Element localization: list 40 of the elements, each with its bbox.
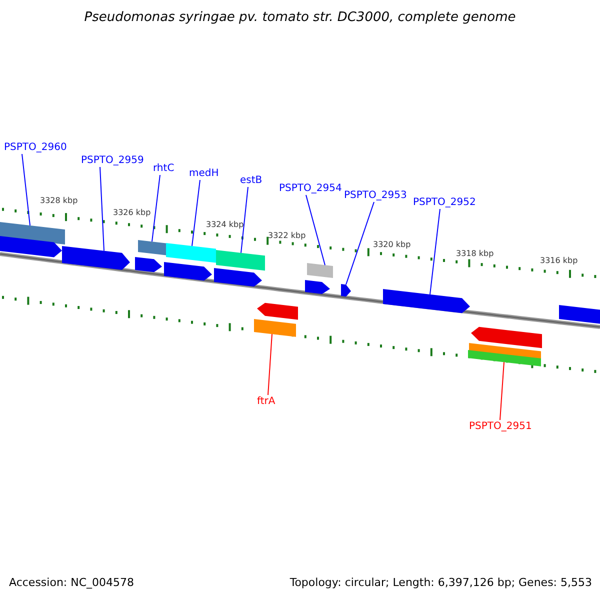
scale-label: 3320 kbp [373,240,411,249]
gene-feature [216,250,265,271]
gene-feature [468,350,541,366]
gene-feature [166,243,216,263]
gene-feature [138,240,166,256]
leader-line [192,180,200,246]
gene-feature [307,263,333,278]
scale-label: 3316 kbp [540,256,578,265]
leader-line [240,186,248,254]
scale-label: 3328 kbp [40,196,78,205]
genome-summary-text: Topology: circular; Length: 6,397,126 bp; Genes: 5,553 [290,576,592,589]
gene-feature [0,222,65,244]
gene-label: PSPTO_2954 [279,183,342,194]
gene-label: PSPTO_2952 [413,197,476,208]
scale-label: 3322 kbp [268,231,306,240]
gene-label: estB [240,175,262,186]
accession-text: Accession: NC_004578 [9,576,134,589]
gene-feature [383,289,470,314]
leader-line [306,194,326,266]
scale-label: 3318 kbp [456,249,494,258]
leader-line [152,174,160,242]
gene-label: PSPTO_2953 [344,190,407,201]
scale-label: 3324 kbp [206,220,244,229]
gene-label: medH [189,168,219,179]
gene-label: PSPTO_2951 [469,421,532,432]
diagram-title: Pseudomonas syringae pv. tomato str. DC3000, complete genome [83,10,517,25]
gene-feature [341,284,351,297]
leader-line [430,208,440,295]
leader-line [100,166,104,252]
leader-line [268,334,272,396]
scale-label: 3326 kbp [113,208,151,217]
leader-line [22,154,30,226]
gene-label: PSPTO_2960 [4,142,67,153]
gene-label: rhtC [153,163,174,174]
gene-feature [254,319,296,337]
gene-feature [62,246,130,270]
leader-line [500,362,504,420]
gene-label: PSPTO_2959 [81,155,144,166]
leader-line [346,202,374,286]
gene-label: ftrA [257,396,276,407]
